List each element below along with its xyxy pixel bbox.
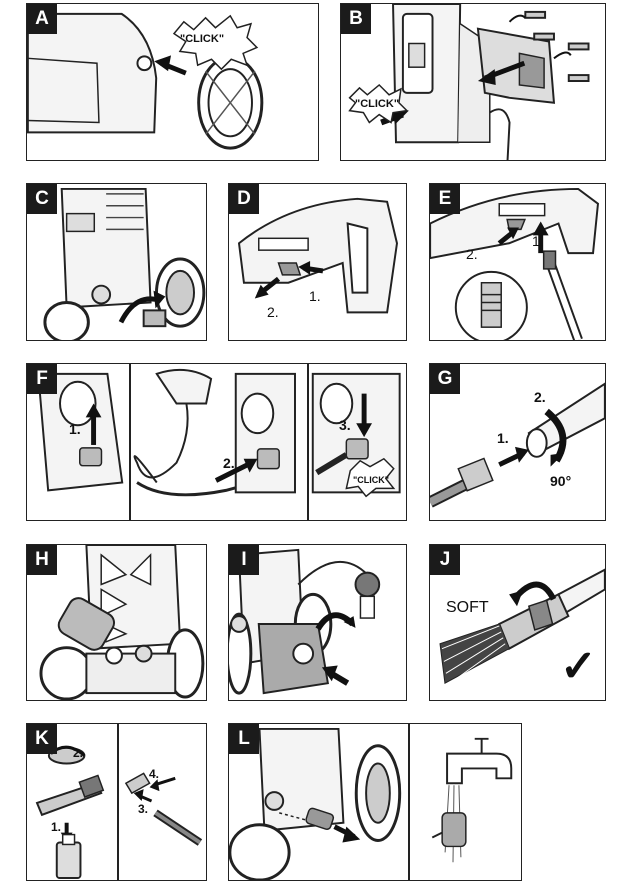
step-label-3: 3. xyxy=(339,417,351,433)
panel-h: H xyxy=(26,544,207,701)
step-label-1: 1. xyxy=(532,233,544,249)
step-label-3: 3. xyxy=(138,802,149,816)
panel-b: B "CLICK" xyxy=(340,3,606,161)
step-label-2: 2. xyxy=(73,746,84,760)
angle-label: 90° xyxy=(550,473,572,489)
step-label-2: 2. xyxy=(534,389,546,405)
panel-letter-d: D xyxy=(229,184,259,214)
panel-j: J SOFT ✓ xyxy=(429,544,606,701)
step-label-2: 2. xyxy=(223,455,235,471)
panel-letter-f: F xyxy=(27,364,57,394)
illustration-e xyxy=(430,187,600,340)
illustration-d xyxy=(237,197,398,314)
panel-d: D 1. 2. xyxy=(228,183,407,341)
panel-l: L xyxy=(228,723,522,881)
illustration-j xyxy=(439,568,605,684)
illustration-l xyxy=(229,727,513,880)
click-burst-label: "CLICK" xyxy=(355,98,400,110)
click-burst-label: "CLICK" xyxy=(180,33,225,45)
soft-label: SOFT xyxy=(446,599,489,616)
panel-c: C xyxy=(26,183,207,341)
step-label-1: 1. xyxy=(309,288,321,304)
illustration-h xyxy=(39,545,205,700)
illustration-k xyxy=(35,745,203,880)
illustration-g xyxy=(430,382,605,508)
illustration-a xyxy=(27,12,264,150)
illustration-c xyxy=(43,187,206,340)
panel-letter-i: I xyxy=(229,545,259,575)
step-label-4: 4. xyxy=(149,767,160,781)
panel-letter-k: K xyxy=(27,724,57,754)
panel-letter-a: A xyxy=(27,4,57,34)
panel-letter-l: L xyxy=(229,724,259,754)
panel-a: A "CLICK" xyxy=(26,3,319,161)
illustration-f xyxy=(37,368,401,498)
panel-i: I xyxy=(228,544,407,701)
step-label-1: 1. xyxy=(69,421,81,437)
panel-letter-g: G xyxy=(430,364,460,394)
panel-letter-b: B xyxy=(341,4,371,34)
panel-letter-h: H xyxy=(27,545,57,575)
panel-e: E 1. 2. xyxy=(429,183,606,341)
panel-k: K 1. 2. 3. 4. xyxy=(26,723,207,881)
panel-letter-c: C xyxy=(27,184,57,214)
step-label-1: 1. xyxy=(51,820,62,834)
step-label-2: 2. xyxy=(466,246,478,262)
step-label-1: 1. xyxy=(497,430,509,446)
panel-f: F 1. 2. 3. "CLICK" xyxy=(26,363,407,521)
panel-g: G 1. 2. 90° xyxy=(429,363,606,521)
panel-letter-e: E xyxy=(430,184,460,214)
step-label-2: 2. xyxy=(267,304,279,320)
illustration-b xyxy=(348,4,590,160)
panel-letter-j: J xyxy=(430,545,460,575)
illustration-i xyxy=(229,548,381,695)
checkmark-icon: ✓ xyxy=(560,642,597,691)
click-burst-label: "CLICK" xyxy=(353,475,390,485)
